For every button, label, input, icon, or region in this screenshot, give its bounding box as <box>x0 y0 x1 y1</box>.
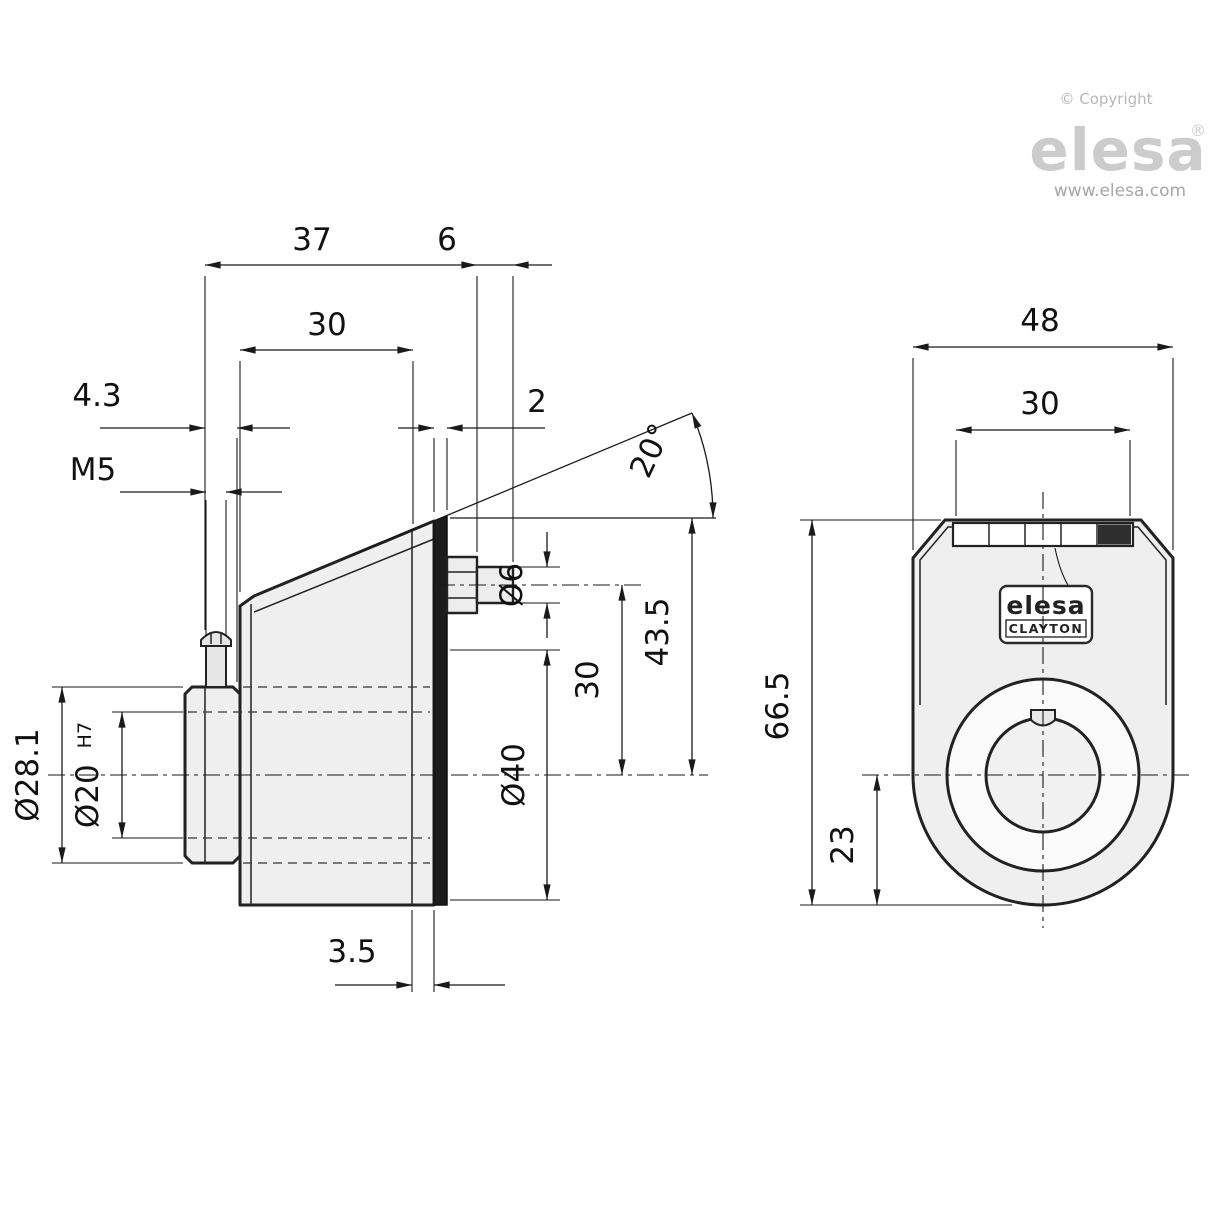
brand-plate-series: CLAYTON <box>1009 621 1084 636</box>
copyright-text: © Copyright <box>1059 90 1152 108</box>
dim-4-3: 4.3 <box>72 378 121 414</box>
dim-dia20-group: Ø20 H7 <box>70 711 183 839</box>
dim-43-5: 43.5 <box>640 597 676 666</box>
seal-strip <box>433 514 448 906</box>
dim-6-group: 6 <box>437 222 552 562</box>
set-screw-body <box>205 643 227 688</box>
dim-48: 48 <box>1020 303 1059 339</box>
dim-30-vert-group: 30 <box>570 585 626 775</box>
side-view: 20° 37 6 30 4.3 <box>10 222 717 992</box>
dim-dia6: Ø6 <box>494 563 530 607</box>
dim-dia40-group: Ø40 <box>450 649 560 901</box>
dim-43-5-group: 43.5 <box>640 518 696 775</box>
angle-ref-slant <box>349 412 693 557</box>
branding-block: © Copyright elesa ® www.elesa.com <box>1029 90 1206 201</box>
dim-dia28-group: Ø28.1 <box>10 686 183 864</box>
front-view: elesa CLAYTON 48 30 66.5 <box>760 303 1192 928</box>
registered-mark: ® <box>1190 121 1206 140</box>
dim-dia6-group: Ø6 <box>494 532 560 638</box>
dim-2: 2 <box>527 384 547 420</box>
dim-48-group: 48 <box>912 303 1174 550</box>
dim-dia40: Ø40 <box>496 743 532 807</box>
dim-dia20: Ø20 <box>70 764 106 828</box>
dim-3-5-group: 3.5 <box>327 910 505 992</box>
brand-plate <box>998 584 1094 645</box>
set-screw-head <box>200 631 232 647</box>
dim-30-front-group: 30 <box>955 386 1131 516</box>
dim-fit-h7: H7 <box>74 722 96 748</box>
dim-6: 6 <box>437 222 457 258</box>
dim-30-vert: 30 <box>570 660 606 699</box>
dim-4-3-group: 4.3 <box>72 378 290 682</box>
dim-30-top-group: 30 <box>239 307 414 592</box>
dim-dia28-1: Ø28.1 <box>10 728 46 821</box>
display-dark-segment <box>1098 524 1131 545</box>
dim-3-5: 3.5 <box>327 934 376 970</box>
brand-plate-logo: elesa <box>1006 591 1085 620</box>
dim-37: 37 <box>292 222 331 258</box>
dim-37-group: 37 <box>204 222 478 630</box>
dim-66-5: 66.5 <box>760 671 796 740</box>
dim-m5-group: M5 <box>70 452 282 636</box>
dim-dia20-h7: Ø20 H7 <box>70 722 106 828</box>
dim-30-front: 30 <box>1020 386 1059 422</box>
body-profile <box>238 519 436 907</box>
label-leader-line <box>1054 547 1069 586</box>
angle-arc <box>691 412 717 519</box>
dim-2-group: 2 <box>398 384 547 512</box>
dim-66-5-group: 66.5 <box>760 519 1012 906</box>
dim-m5: M5 <box>70 452 116 488</box>
dim-23: 23 <box>825 825 861 864</box>
elesa-logo: elesa <box>1029 116 1206 184</box>
dim-30-top: 30 <box>307 307 346 343</box>
dim-23-group: 23 <box>825 775 881 905</box>
body-top-inner-line <box>253 538 435 613</box>
brand-plate-series-box <box>1005 619 1087 638</box>
website-text: www.elesa.com <box>1054 181 1186 201</box>
